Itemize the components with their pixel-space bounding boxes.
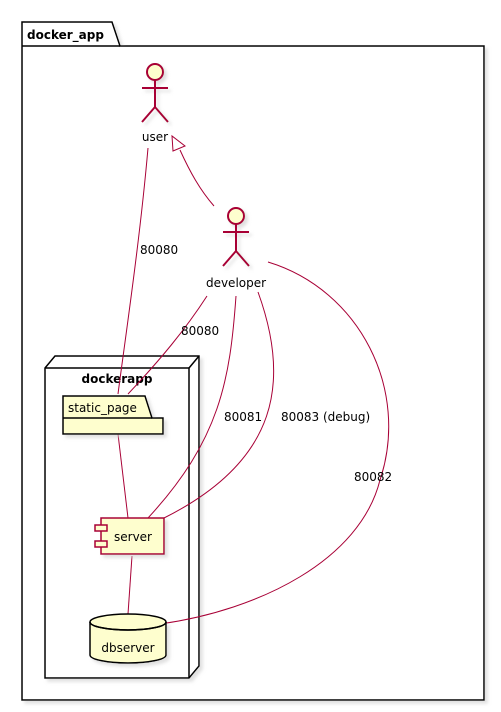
label-dev-static: 80080 [181,324,219,338]
component-icon-tab-top [94,524,108,532]
edge-developer-static [127,295,208,395]
edge-developer-server [147,295,237,519]
label-user-static: 80080 [140,243,178,257]
static-page-label: static_page [68,401,137,415]
edges [117,134,390,625]
actor-user-label: user [142,130,168,144]
node-dockerapp: dockerapp [44,355,200,679]
edge-developer-server-debug [163,291,275,519]
label-dev-dbserver: 80082 [354,470,392,484]
label-dev-server: 80081 [224,410,262,424]
database-dbserver[interactable]: dbserver [89,613,167,664]
actor-user[interactable] [141,63,169,123]
actor-developer[interactable] [222,207,250,267]
package-title: docker_app [27,28,104,43]
edge-user-static [117,147,149,395]
component-server[interactable]: server [94,517,165,555]
inheritance-arrowhead [171,134,186,152]
dbserver-label: dbserver [101,641,154,655]
label-dev-server-debug: 80083 (debug) [281,410,370,424]
component-icon-tab-bottom [94,540,108,548]
edge-developer-dbserver [159,261,390,625]
actor-developer-label: developer [206,276,266,290]
edge-static-server [117,433,129,519]
folder-static-page[interactable]: static_page [62,395,164,435]
edge-server-dbserver [127,555,133,615]
node-title: dockerapp [82,372,153,386]
edge-developer-user [179,149,215,207]
server-label: server [114,530,152,544]
